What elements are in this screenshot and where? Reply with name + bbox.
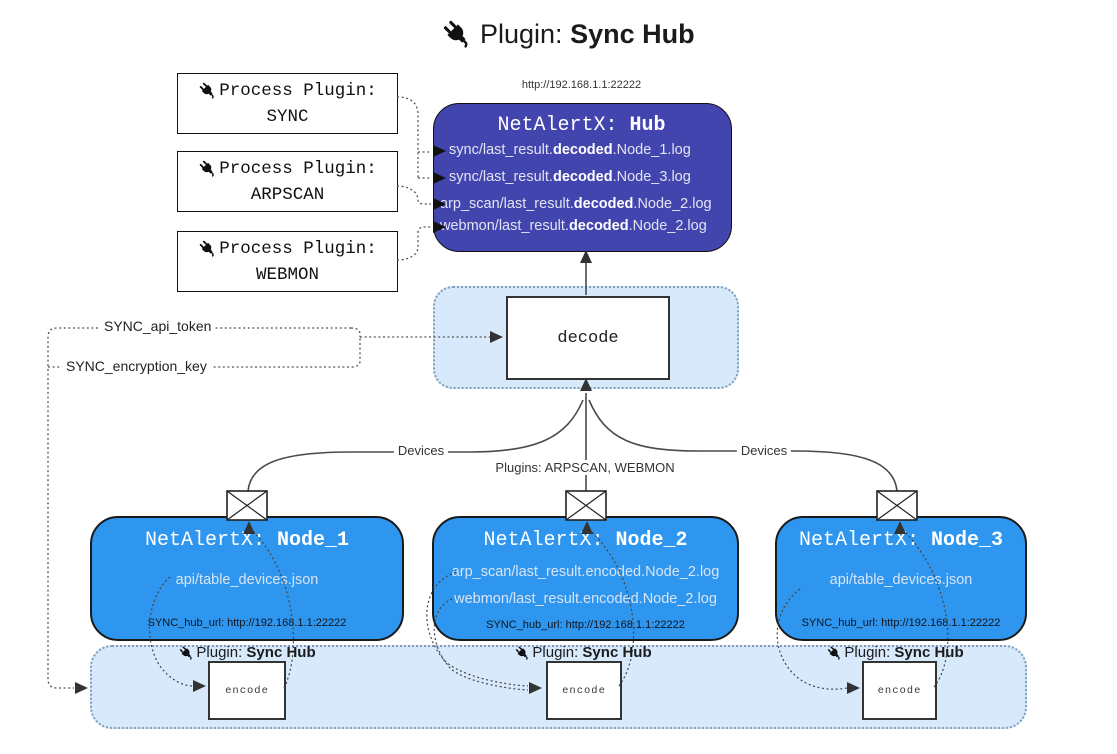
hub-log-line: sync/last_result.decoded.Node_1.log: [449, 142, 691, 158]
hub-log-line: webmon/last_result.decoded.Node_2.log: [440, 218, 707, 234]
api-token-merge: [350, 327, 361, 337]
encode-box: encode: [862, 661, 937, 720]
node-hub-url: SYNC_hub_url: http://192.168.1.1:22222: [486, 619, 685, 631]
hub-title: NetAlertX: Hub: [497, 114, 666, 137]
node-title: NetAlertX: Node_1: [144, 529, 350, 552]
node-file: arp_scan/last_result.encoded.Node_2.log: [451, 564, 720, 580]
encode-box: encode: [546, 661, 622, 720]
edge-label-devices-left: Devices: [393, 443, 449, 458]
band-label-sync-hub: Plugin: Sync Hub: [178, 644, 316, 661]
arrowhead-into-band: [75, 682, 88, 694]
plug-icon: [178, 645, 194, 661]
plug-icon: [441, 18, 473, 50]
process-plugin-name: SYNC: [266, 106, 309, 127]
plug-icon: [198, 159, 217, 178]
edge-label-plugins-mid: Plugins: ARPSCAN, WEBMON: [491, 460, 679, 475]
page-title: Plugin: Sync Hub: [441, 18, 695, 50]
node-title: NetAlertX: Node_3: [798, 529, 1004, 552]
node-hub-url: SYNC_hub_url: http://192.168.1.1:22222: [147, 617, 347, 629]
title-prefix: Plugin:: [480, 18, 571, 49]
node-box-node-2: NetAlertX: Node_2 arp_scan/last_result.e…: [432, 516, 739, 641]
hub-url: http://192.168.1.1:22222: [521, 79, 642, 91]
sync-api-token-label: SYNC_api_token: [100, 318, 216, 334]
arpscan-connector: [396, 185, 431, 205]
process-plugin-label: Process Plugin:: [219, 238, 377, 259]
process-plugin-box-webmon: Process Plugin: WEBMON: [177, 231, 398, 292]
plug-icon: [198, 239, 217, 258]
node-title: NetAlertX: Node_2: [483, 529, 688, 552]
sync-encryption-key-label: SYNC_encryption_key: [62, 358, 211, 374]
plug-icon: [198, 81, 217, 100]
node-file: webmon/last_result.encoded.Node_2.log: [454, 591, 717, 607]
band-label-sync-hub: Plugin: Sync Hub: [514, 644, 652, 661]
hub-log-line: sync/last_result.decoded.Node_3.log: [449, 169, 691, 185]
decode-box: decode: [506, 296, 670, 380]
plug-icon: [826, 645, 842, 661]
process-plugin-name: WEBMON: [255, 264, 319, 285]
plugin-connectors: [396, 96, 431, 261]
band-label-sync-hub: Plugin: Sync Hub: [826, 644, 964, 661]
hub-log-line: arp_scan/last_result.decoded.Node_2.log: [440, 196, 712, 212]
plug-icon: [514, 645, 530, 661]
node-box-node-3: NetAlertX: Node_3 api/table_devices.json…: [775, 516, 1027, 641]
edge-label-devices-right: Devices: [736, 443, 792, 458]
node-file: api/table_devices.json: [175, 572, 319, 588]
node-box-node-1: NetAlertX: Node_1 api/table_devices.json…: [90, 516, 404, 641]
hub-box: [433, 103, 732, 252]
node-file: api/table_devices.json: [829, 572, 973, 588]
process-plugin-label: Process Plugin:: [219, 158, 377, 179]
process-plugin-box-sync: Process Plugin: SYNC: [177, 73, 398, 134]
sync-connector: [396, 96, 431, 179]
encode-box: encode: [208, 661, 286, 720]
process-plugin-name: ARPSCAN: [250, 184, 325, 205]
process-plugin-box-arpscan: Process Plugin: ARPSCAN: [177, 151, 398, 212]
webmon-connector: [396, 226, 431, 261]
process-plugin-label: Process Plugin:: [219, 80, 377, 101]
title-bold: Sync Hub: [570, 18, 695, 49]
node-hub-url: SYNC_hub_url: http://192.168.1.1:22222: [801, 617, 1001, 629]
